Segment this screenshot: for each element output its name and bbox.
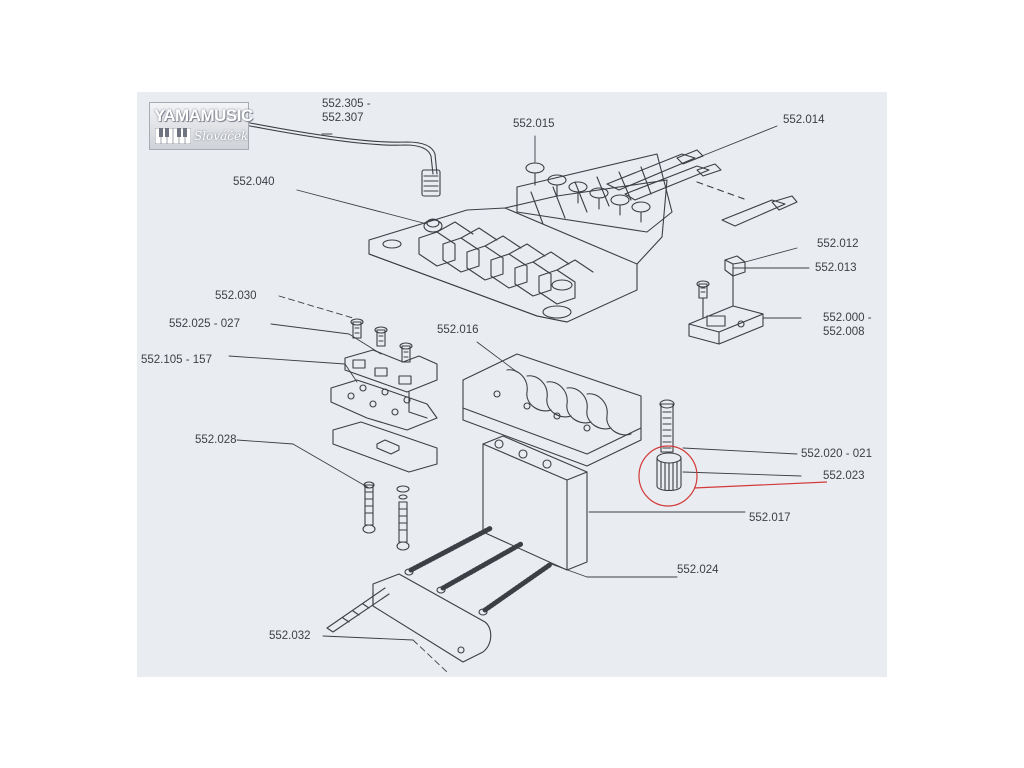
spring-claw: [326, 573, 492, 663]
mounting-stud: [659, 399, 675, 453]
sustain-block: [482, 435, 588, 571]
label-552-016: 552.016: [437, 324, 479, 336]
label-552-307: 552.307: [322, 112, 364, 124]
shop-logo: YAMAMUSIC Slováček: [149, 102, 253, 150]
label-552-014: 552.014: [783, 114, 825, 126]
tension-springs: [404, 525, 554, 616]
saddle-block-set: [330, 349, 438, 431]
saddle-group: [418, 221, 594, 305]
label-552-020: 552.020 - 021: [801, 448, 872, 460]
hex-key-pair: [606, 149, 798, 227]
logo-subtitle: Slováček: [194, 129, 249, 143]
label-552-012: 552.012: [817, 238, 859, 250]
label-552-000: 552.000 -: [823, 312, 872, 324]
spring-plate: [462, 353, 642, 467]
label-552-023: 552.023: [823, 470, 865, 482]
label-552-015: 552.015: [513, 118, 555, 130]
logo-brand: YAMAMUSIC: [154, 106, 253, 125]
label-552-025: 552.025 - 027: [169, 318, 240, 330]
label-552-030: 552.030: [215, 290, 257, 302]
fine-tuner-row: [516, 153, 673, 233]
label-552-017: 552.017: [749, 512, 791, 524]
shim-plate: [332, 421, 438, 473]
parts-diagram: YAMAMUSIC Slováček 552.305 - 552.307 552…: [137, 92, 887, 677]
locking-nut-assembly: [688, 255, 764, 345]
stud-insert: [656, 452, 682, 492]
body-screws: [362, 481, 410, 551]
piano-keys-icon: [155, 128, 191, 144]
saddle-screws: [350, 318, 413, 363]
label-552-008: 552.008: [823, 326, 865, 338]
tremolo-exploded-view: [228, 121, 828, 673]
label-552-013: 552.013: [815, 262, 857, 274]
label-552-028: 552.028: [195, 434, 237, 446]
baseplate: [368, 179, 668, 323]
label-552-032: 552.032: [269, 630, 311, 642]
label-552-024: 552.024: [677, 564, 719, 576]
label-552-305: 552.305 -: [322, 98, 371, 110]
tremolo-arm: [244, 121, 441, 197]
label-552-105: 552.105 - 157: [141, 354, 212, 366]
highlight-marker: [638, 445, 828, 507]
label-552-040: 552.040: [233, 176, 275, 188]
leader-lines: [228, 125, 810, 673]
